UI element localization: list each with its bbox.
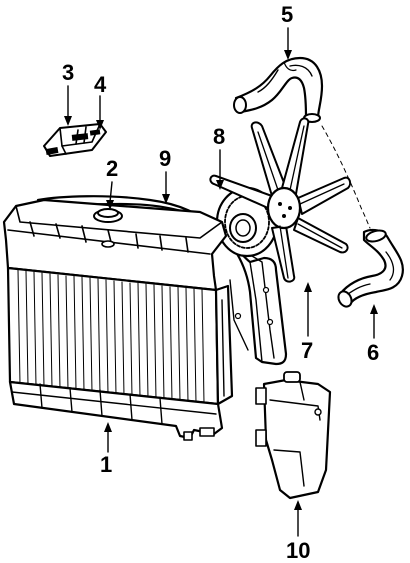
callout-1: 1 [100, 452, 112, 477]
coolant-recovery-tank [255, 371, 332, 500]
callout-7: 7 [301, 338, 313, 363]
callout-6: 6 [367, 340, 379, 365]
radiator [2, 198, 234, 441]
callout-leaders [64, 27, 378, 537]
callout-2: 2 [106, 156, 118, 181]
callout-3: 3 [62, 60, 74, 85]
radiator-mount-pads [43, 123, 107, 157]
upper-radiator-hose [233, 56, 324, 123]
callout-10: 10 [286, 538, 310, 563]
cooling-fan [209, 117, 352, 283]
callout-5: 5 [281, 2, 293, 27]
callout-8: 8 [213, 124, 225, 149]
lower-radiator-hose [337, 228, 404, 308]
callout-9: 9 [159, 146, 171, 171]
fan-shroud [36, 195, 288, 366]
callout-4: 4 [94, 72, 107, 97]
hose-hidden-line [321, 125, 371, 229]
